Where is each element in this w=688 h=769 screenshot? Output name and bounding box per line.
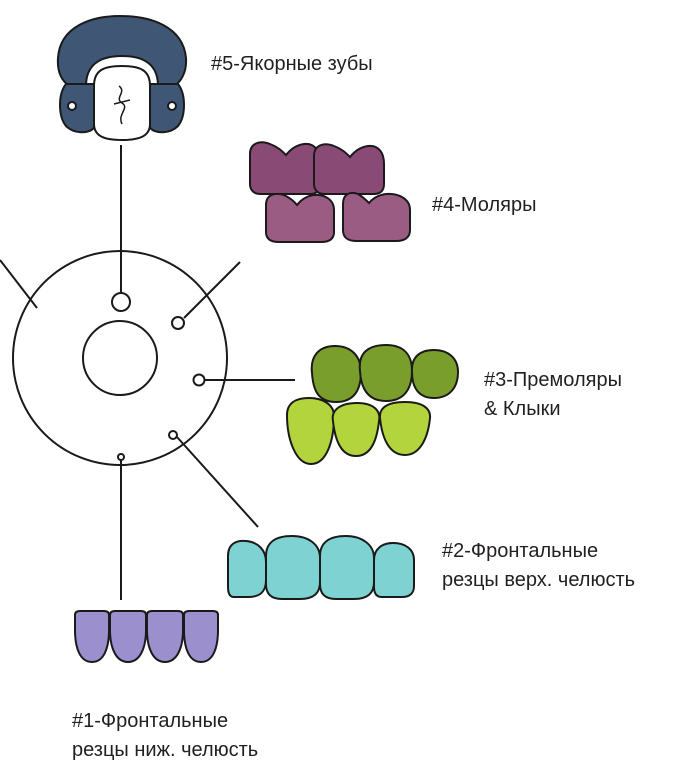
- lower-incisors-group: [74, 610, 219, 664]
- molar-front-right: [342, 191, 411, 242]
- upper-incisors-group: [227, 534, 415, 600]
- label-lower-front: #1-Фронтальные резцы ниж. челюсть: [72, 707, 258, 765]
- upper-incisor-3: [319, 534, 375, 600]
- clamp-left-hole: [67, 101, 77, 111]
- hole-1: [117, 453, 125, 461]
- lower-incisor-2: [109, 610, 147, 664]
- premolars-group: [285, 343, 460, 466]
- label-premolars-line1: #3-Премоляры: [484, 369, 622, 391]
- premolar-back-2: [358, 343, 414, 403]
- leader-line-edge: [0, 259, 38, 309]
- hole-4: [171, 316, 185, 330]
- label-lower-front-line2: резцы ниж. челюсть: [72, 739, 259, 761]
- clamp-right-jaw: [149, 83, 185, 134]
- label-molars: #4-Моляры: [432, 194, 537, 216]
- premolar-front-2: [331, 401, 381, 458]
- premolar-front-3: [378, 400, 432, 457]
- premolar-back-1: [310, 344, 363, 404]
- ring-holes: [111, 292, 206, 461]
- hole-3: [192, 373, 206, 387]
- lower-incisor-1: [74, 610, 110, 664]
- label-lower-front-line1: #1-Фронтальные: [72, 710, 229, 732]
- molar-front-left: [265, 192, 335, 243]
- hole-2: [168, 430, 178, 440]
- label-upper-front: #2-Фронтальные резцы верх. челюсть: [442, 537, 635, 595]
- upper-incisor-2: [265, 534, 321, 600]
- upper-incisor-4: [373, 541, 415, 598]
- label-anchor-teeth: #5-Якорные зубы: [211, 53, 373, 75]
- hole-5: [111, 292, 131, 312]
- label-upper-front-line2: резцы верх. челюсть: [442, 569, 636, 591]
- premolar-back-3: [410, 348, 460, 400]
- molars-group: [249, 141, 411, 243]
- anchor-tooth-fissure: [113, 85, 131, 125]
- leader-lines: [0, 145, 295, 600]
- molar-back-right: [313, 143, 385, 195]
- upper-incisor-1: [227, 539, 267, 598]
- leader-line-2: [176, 436, 259, 528]
- clamp-left-jaw: [59, 83, 95, 134]
- lower-incisor-4: [183, 610, 219, 664]
- ring-center-hole: [82, 320, 158, 396]
- label-upper-front-line1: #2-Фронтальные: [442, 540, 599, 562]
- label-premolars: #3-Премоляры & Клыки: [484, 366, 622, 424]
- molar-back-left: [249, 141, 321, 195]
- clamp-right-hole: [167, 101, 177, 111]
- clamp-anchor-tooth: [56, 14, 188, 142]
- label-premolars-line2: & Клыки: [484, 398, 561, 420]
- leader-line-4: [183, 261, 241, 319]
- canine-front-1: [285, 396, 336, 466]
- ring-disc: [12, 250, 228, 466]
- lower-incisor-3: [146, 610, 184, 664]
